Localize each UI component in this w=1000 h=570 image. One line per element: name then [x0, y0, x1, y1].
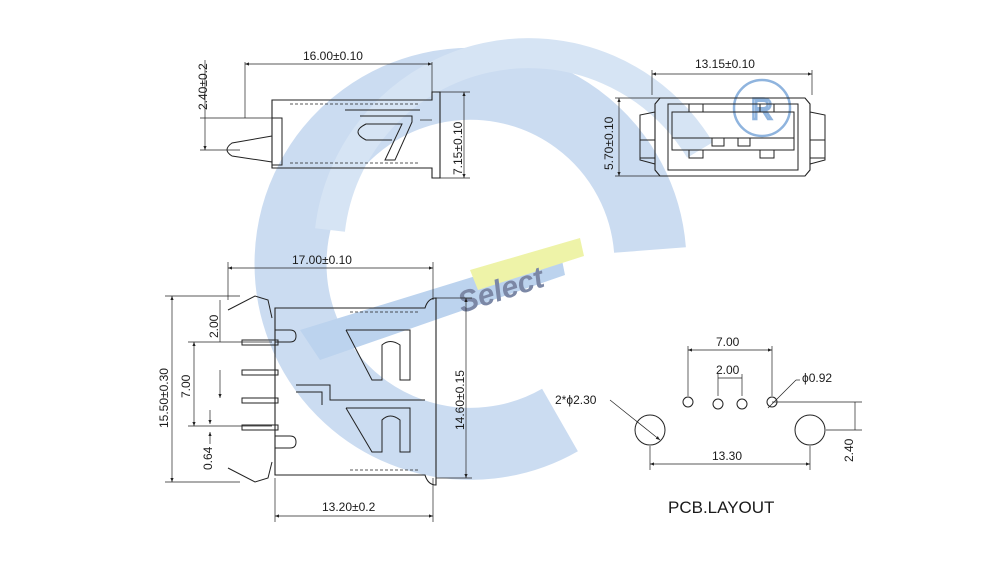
side-height-dim: 7.15±0.10	[451, 121, 465, 175]
watermark-outer-arc	[315, 38, 713, 232]
pcb-layout: 7.00 2.00 ϕ0.92 2*ϕ2.30 13.30 2.40 PCB.L…	[555, 335, 862, 517]
pcb-mount-hole	[794, 414, 826, 446]
front-width-dim: 13.15±0.10	[695, 57, 755, 71]
front-height-dim: 5.70±0.10	[602, 116, 616, 170]
side-lead-dim: 2.40±0.2	[196, 63, 210, 110]
side-width-dim: 16.00±0.10	[303, 49, 363, 63]
pcb-pin-hole	[712, 398, 724, 410]
registered-mark-circle	[732, 78, 792, 138]
side-view: 16.00±0.10 2.40±0.2 7.15±0.10	[196, 49, 470, 179]
pcb-pin-hole	[736, 398, 748, 410]
pcb-layout-title: PCB.LAYOUT	[668, 498, 774, 517]
pcb-pin-pitch-dim: 2.00	[716, 363, 740, 377]
top-overall-height-dim: 15.50±0.30	[157, 368, 171, 428]
top-length-dim: 17.00±0.10	[292, 253, 352, 267]
top-pin-span-dim: 7.00	[179, 374, 193, 398]
pcb-pin-hole	[682, 396, 694, 408]
watermark-ring	[254, 47, 686, 480]
top-bottom-width-dim: 13.20±0.2	[322, 500, 376, 514]
top-view: 17.00±0.10 15.50±0.30 7.00 2.00 0.64	[157, 253, 472, 522]
pcb-mount-hole	[634, 414, 666, 446]
pcb-pin-span-dim: 7.00	[716, 335, 740, 349]
watermark-highlight	[470, 238, 584, 290]
pcb-hole-span-dim: 13.30	[712, 449, 742, 463]
pcb-large-hole-dim: 2*ϕ2.30	[555, 393, 597, 407]
front-view: 13.15±0.10 5.70±0.10	[602, 57, 826, 177]
watermark-logo: Select R	[254, 38, 792, 480]
top-pin-offset-dim: 2.00	[207, 314, 221, 338]
top-body-height-dim: 14.60±0.15	[453, 370, 467, 430]
pcb-small-hole-dim: ϕ0.92	[802, 371, 832, 385]
pcb-row-offset-dim: 2.40	[842, 438, 856, 462]
top-pin-width-dim: 0.64	[201, 446, 215, 470]
